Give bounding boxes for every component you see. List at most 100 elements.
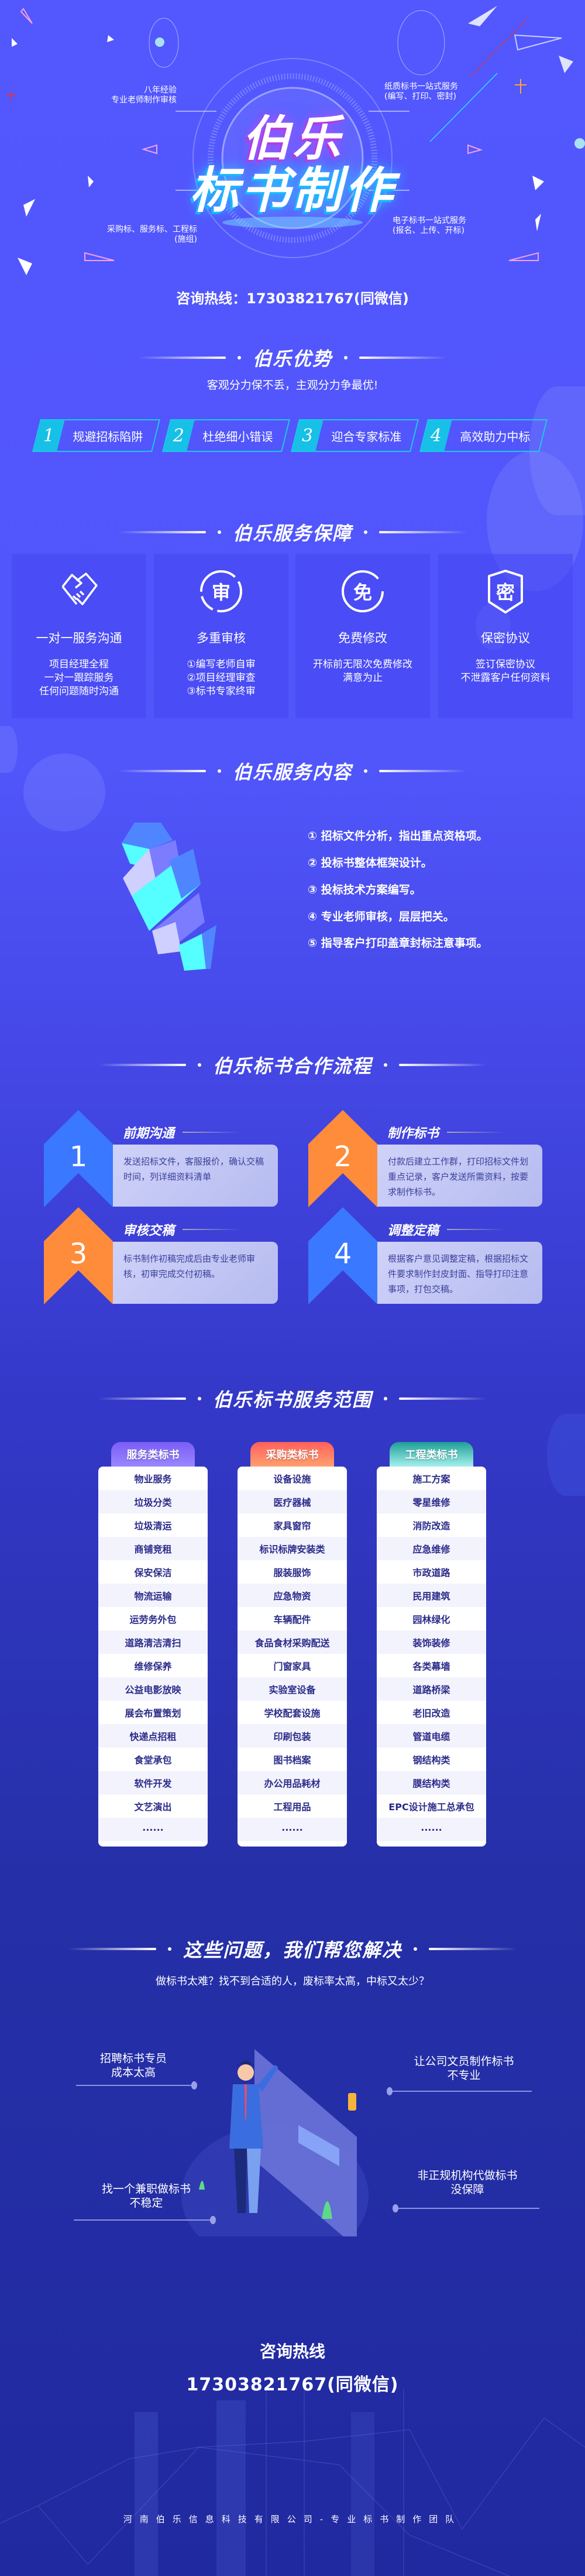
problem-line: 不专业 (447, 2069, 481, 2082)
step-number: 2 (333, 1140, 352, 1173)
title-line (379, 770, 467, 772)
heading-line (183, 1229, 242, 1230)
contact-phone[interactable]: 17303821767(同微信) (186, 2375, 399, 2395)
description-line: 不泄露客户任何资料 (460, 672, 550, 684)
label-line: (报名、上传、开标) (393, 226, 464, 235)
title-dot (364, 530, 367, 534)
scope-item: 学校配套设施 (264, 1708, 321, 1719)
scope-item: 维修保养 (134, 1661, 172, 1672)
step-arrow-badge: 3 (44, 1207, 113, 1304)
icon-glyph: 审 (211, 581, 230, 604)
scope-list: 施工方案零星维修消防改造应急维修市政道路民用建筑园林绿化装饰装修各类幕墙道路桥梁… (377, 1467, 486, 1847)
scope-item: 食品食材采购配送 (238, 1630, 347, 1654)
problem-point: 让公司文员制作标书不专业 (382, 2054, 546, 2082)
hero-ring-graphic (176, 58, 410, 258)
problem-divider (74, 2219, 213, 2221)
section-title-content: 伯乐服务内容 (0, 758, 585, 785)
title-line (98, 1397, 186, 1400)
step-description: 根据客户意见调整定稿，根据招标文件要求制作封皮封面、指导打印注意事项，打包交稿。 (377, 1242, 542, 1304)
description-line: ①编写老师自审 (187, 659, 256, 670)
icon-glyph: 免 (353, 581, 372, 604)
problem-line: 招聘标书专员 (99, 2052, 167, 2065)
scope-item: 办公用品耗材 (238, 1771, 347, 1794)
scope-item: 膜结构类 (377, 1771, 486, 1794)
guarantee-heading: 保密协议 (481, 631, 530, 645)
scope-column-header[interactable]: 工程类标书 (390, 1442, 473, 1467)
description-line: 签订保密协议 (476, 659, 535, 670)
scope-item: 应急维修 (377, 1537, 486, 1560)
scope-item: ······ (98, 1818, 208, 1841)
advantage-pill: 2 杜绝细小错误 (162, 419, 290, 452)
advantage-number: 1 (43, 425, 55, 446)
label-line: 电子标书一站式服务 (393, 216, 466, 225)
review-icon: 审 (198, 568, 245, 615)
guarantee-card: 密保密协议签订保密协议不泄露客户任何资料 (438, 554, 573, 718)
content-item: ④ 专业老师审核，层层把关。 (308, 910, 455, 923)
scope-item: 标识标牌安装类 (238, 1537, 347, 1560)
advantage-label: 杜绝细小错误 (202, 429, 273, 444)
hero-hotline[interactable]: 咨询热线：17303821767(同微信) (176, 290, 409, 307)
heading-line (183, 1132, 242, 1133)
scope-item: 装饰装修 (377, 1630, 486, 1654)
scope-item: 物流运输 (98, 1584, 208, 1607)
guarantee-heading: 免费修改 (338, 631, 387, 645)
step-number: 4 (333, 1238, 352, 1270)
step-heading-text: 前期沟通 (123, 1126, 175, 1141)
label-line: (编写、打印、密封) (384, 92, 456, 101)
scope-item: 园林绿化 (412, 1614, 450, 1625)
network-background (0, 2389, 585, 2576)
title-line (399, 1064, 487, 1066)
title-line (68, 1948, 156, 1950)
title-text: 伯乐标书合作流程 (212, 1055, 372, 1077)
scope-item: 保安保洁 (134, 1567, 172, 1578)
problem-line: 成本太高 (111, 2066, 156, 2079)
scope-item: 物业服务 (134, 1474, 172, 1485)
section-title-scope: 伯乐标书服务范围 (0, 1385, 585, 1412)
scope-item: 各类幕墙 (412, 1661, 450, 1672)
scope-item: 运劳务外包 (129, 1614, 177, 1625)
scope-item: 公益电影放映 (98, 1677, 208, 1701)
title-line (429, 1948, 517, 1950)
scope-item: ······ (238, 1818, 347, 1841)
advantage-label: 高效助力中标 (460, 429, 531, 444)
title-line (379, 531, 467, 533)
problem-line: 找一个兼职做标书 (101, 2183, 191, 2195)
title-dot (167, 1947, 171, 1951)
description-line: 任何问题随时沟通 (39, 686, 119, 697)
advantage-number-badge: 2 (163, 420, 195, 451)
scope-list: 物业服务垃圾分类垃圾清运商铺竞租保安保洁物流运输运劳务外包道路清洁清扫维修保养公… (98, 1467, 208, 1847)
guarantee-heading: 多重审核 (197, 631, 246, 645)
scope-column-header[interactable]: 采购类标书 (250, 1442, 334, 1467)
hero-label-types: 采购标、服务标、工程标(施组) (80, 225, 197, 245)
scope-item: 老旧改造 (412, 1708, 450, 1719)
guarantee-description: 开标前无限次免费修改满意为止 (295, 658, 430, 685)
title-text: 伯乐标书服务范围 (212, 1389, 372, 1411)
advantage-number: 2 (173, 425, 185, 446)
scope-item: 文艺演出 (134, 1801, 172, 1813)
problem-point: 招聘标书专员成本太高 (51, 2051, 215, 2080)
label-line: 八年经验 (144, 85, 177, 95)
scope-item: 图书档案 (273, 1755, 311, 1766)
scope-column-header[interactable]: 服务类标书 (111, 1442, 195, 1467)
step-description: 标书制作初稿完成后由专业老师审核，初审完成交付初稿。 (113, 1242, 278, 1304)
scope-item: 应急物资 (238, 1584, 347, 1607)
scope-item: 商铺竞租 (98, 1537, 208, 1560)
scope-item: ······ (377, 1818, 486, 1841)
title-dot (364, 769, 367, 773)
step-number: 1 (69, 1140, 88, 1173)
problem-divider-dot (210, 2216, 216, 2224)
problem-divider (76, 2085, 194, 2086)
scope-column: 工程类标书施工方案零星维修消防改造应急维修市政道路民用建筑园林绿化装饰装修各类幕… (377, 1442, 486, 1847)
scope-item: 道路桥梁 (377, 1677, 486, 1701)
scope-item: 管道电缆 (377, 1724, 486, 1748)
scope-item: 门窗家具 (273, 1661, 311, 1672)
step-description: 发送招标文件，客服报价，确认交稿时间，列详细资料清单 (113, 1145, 278, 1207)
handshake-icon (56, 568, 102, 615)
scope-item: 软件开发 (98, 1771, 208, 1794)
bg-bubble (529, 386, 585, 515)
problem-divider-dot (387, 2087, 393, 2095)
scope-item: 家具窗帘 (273, 1520, 311, 1532)
label-line: 纸质标书一站式服务 (384, 82, 458, 91)
